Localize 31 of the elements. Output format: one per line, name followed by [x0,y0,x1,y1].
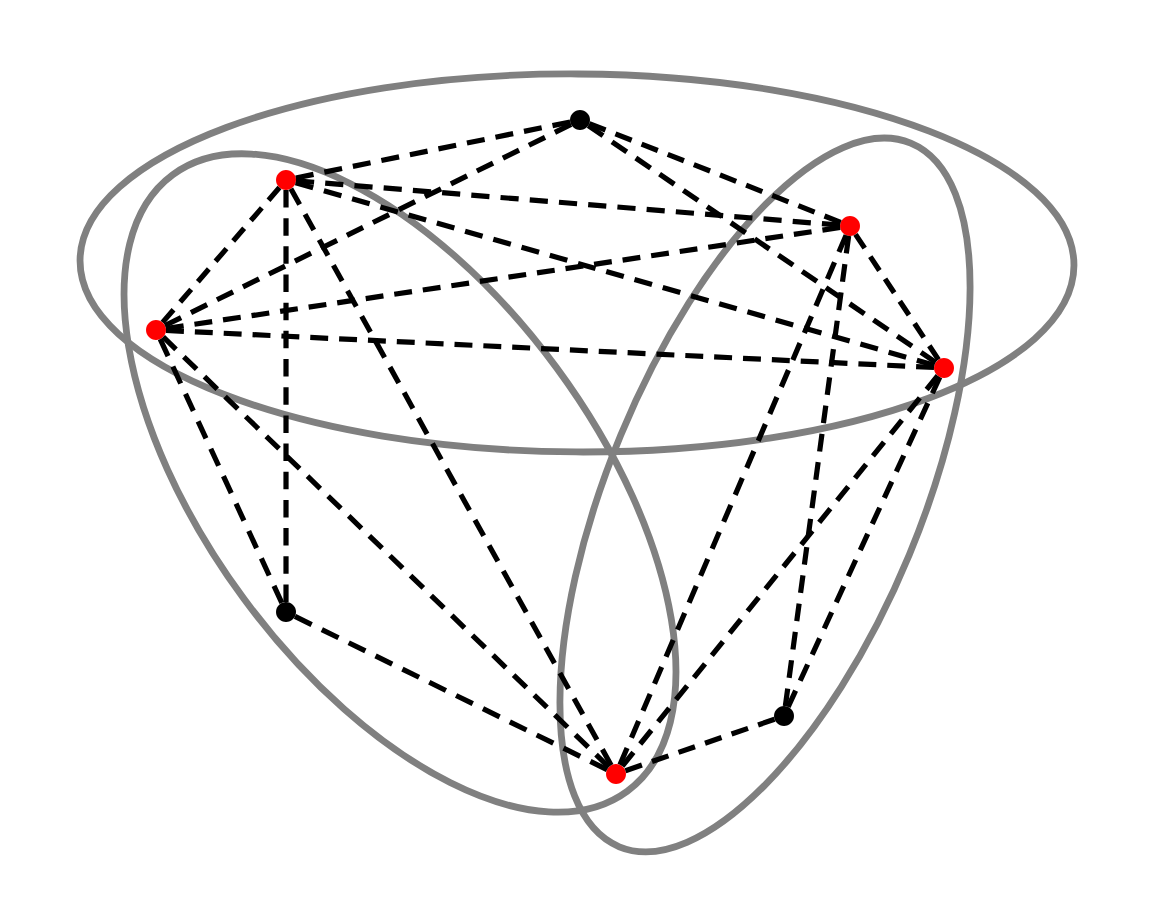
vertex-dot [570,110,590,130]
edge-line [160,185,282,325]
edge-line [163,122,573,328]
edge-line [293,614,609,772]
edge-line [157,337,285,604]
edge-line [165,327,935,371]
ellipse-outline [556,134,974,856]
edge-line [588,121,842,225]
edge-line [624,716,776,774]
edge-line [620,374,940,768]
edge-line [617,234,849,766]
vertex-dot [276,170,296,190]
edge-line [161,335,611,769]
ellipse-outline [121,150,679,816]
edge-line [288,187,614,767]
vertex-dot [840,216,860,236]
ellipse-outline [76,70,1078,456]
edge-line [853,232,941,362]
edge-line [295,119,571,181]
vertex-dot [146,320,166,340]
edge-line [283,190,289,602]
vertex-dot [774,705,794,726]
edge-line [165,224,841,332]
edge-line [785,375,943,708]
edge-line [295,178,841,228]
edge-line [782,235,852,707]
edge-line [586,123,938,365]
vertex-dot [606,763,626,784]
vertex-dot [934,358,954,378]
edge-line [294,180,936,368]
vertex-dot [276,601,296,622]
